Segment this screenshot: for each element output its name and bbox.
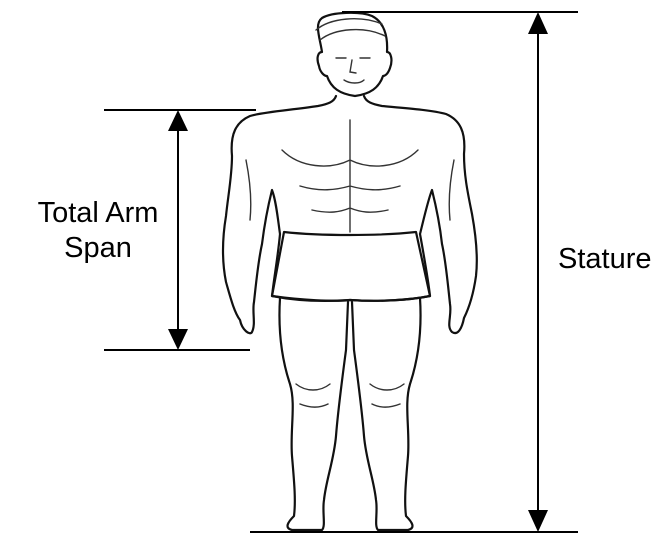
figure-chest (282, 120, 418, 232)
figure-legs (279, 298, 420, 530)
figure-face (336, 58, 370, 83)
arm-span-label: Total Arm Span (8, 196, 188, 266)
arm-span-arrow-up (168, 110, 188, 131)
stature-measure (250, 12, 578, 532)
figure-hair (316, 19, 385, 40)
arm-span-arrow-down (168, 329, 188, 350)
arm-span-label-line1: Total Arm (8, 196, 188, 231)
figure-shorts (272, 232, 430, 301)
figure-knees (296, 384, 404, 407)
stature-arrow-down (528, 510, 548, 532)
stature-arrow-up (528, 12, 548, 34)
stature-label: Stature (558, 242, 652, 277)
human-figure (223, 13, 477, 530)
arm-span-label-line2: Span (8, 231, 188, 266)
